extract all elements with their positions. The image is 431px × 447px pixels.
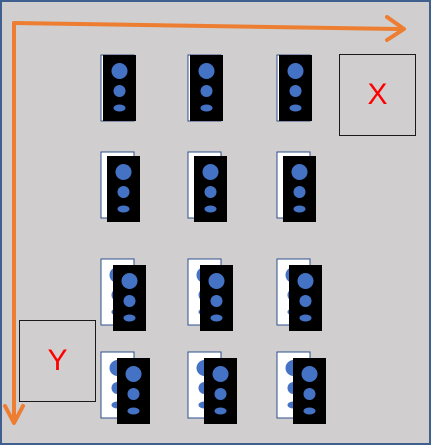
front-card-dot-2: [210, 295, 223, 307]
front-card-dot-1: [198, 63, 215, 79]
front-card-dot-2: [299, 295, 312, 307]
front-card-dot-1: [121, 273, 138, 289]
front-card-dot-2: [214, 388, 227, 400]
front-card-dot-2: [123, 295, 136, 307]
front-card-dot-1: [297, 273, 314, 289]
front-card-dot-2: [289, 85, 302, 97]
card-pair-r1-c2: [187, 54, 223, 122]
front-card-dot-1: [125, 366, 142, 382]
card-pair-r4-c3: [276, 351, 326, 424]
card-pair-r1-c3: [276, 54, 312, 122]
front-card-dot-3: [293, 205, 306, 213]
front-card-dot-2: [200, 85, 213, 97]
card-grid: [100, 54, 326, 424]
front-card-dot-3: [200, 104, 213, 112]
x-axis-label: X: [339, 54, 416, 136]
card-pair-r2-c2: [187, 151, 227, 222]
front-card-dot-3: [117, 205, 130, 213]
front-card-dot-3: [127, 407, 140, 415]
y-axis-label: Y: [19, 320, 96, 402]
card-pair-r1-c1: [100, 54, 136, 122]
front-card-dot-1: [287, 63, 304, 79]
front-card-dot-1: [115, 164, 132, 180]
front-card-dot-1: [111, 63, 128, 79]
front-card-dot-3: [210, 314, 223, 322]
card-pair-r3-c2: [187, 258, 233, 331]
card-pair-r3-c3: [276, 258, 322, 331]
card-pair-r4-c2: [187, 351, 237, 424]
front-card-dot-3: [204, 205, 217, 213]
card-pair-r2-c3: [276, 151, 316, 222]
front-card-dot-1: [208, 273, 225, 289]
front-card-dot-2: [293, 186, 306, 198]
front-card-dot-3: [214, 407, 227, 415]
front-card-dot-3: [299, 314, 312, 322]
front-card-dot-1: [291, 164, 308, 180]
card-pair-r3-c1: [100, 258, 146, 331]
front-card-dot-2: [113, 85, 126, 97]
y-axis-arrow: [3, 21, 25, 425]
front-card-dot-3: [113, 104, 126, 112]
front-card-dot-1: [212, 366, 229, 382]
front-card-dot-3: [123, 314, 136, 322]
card-pair-r2-c1: [100, 151, 140, 222]
front-card-dot-2: [204, 186, 217, 198]
front-card-dot-3: [289, 104, 302, 112]
front-card-dot-3: [303, 407, 316, 415]
front-card-dot-2: [127, 388, 140, 400]
front-card-dot-1: [202, 164, 219, 180]
x-axis-arrow: [12, 15, 406, 42]
card-pair-r4-c1: [100, 351, 150, 424]
front-card-dot-1: [301, 366, 318, 382]
front-card-dot-2: [303, 388, 316, 400]
front-card-dot-2: [117, 186, 130, 198]
